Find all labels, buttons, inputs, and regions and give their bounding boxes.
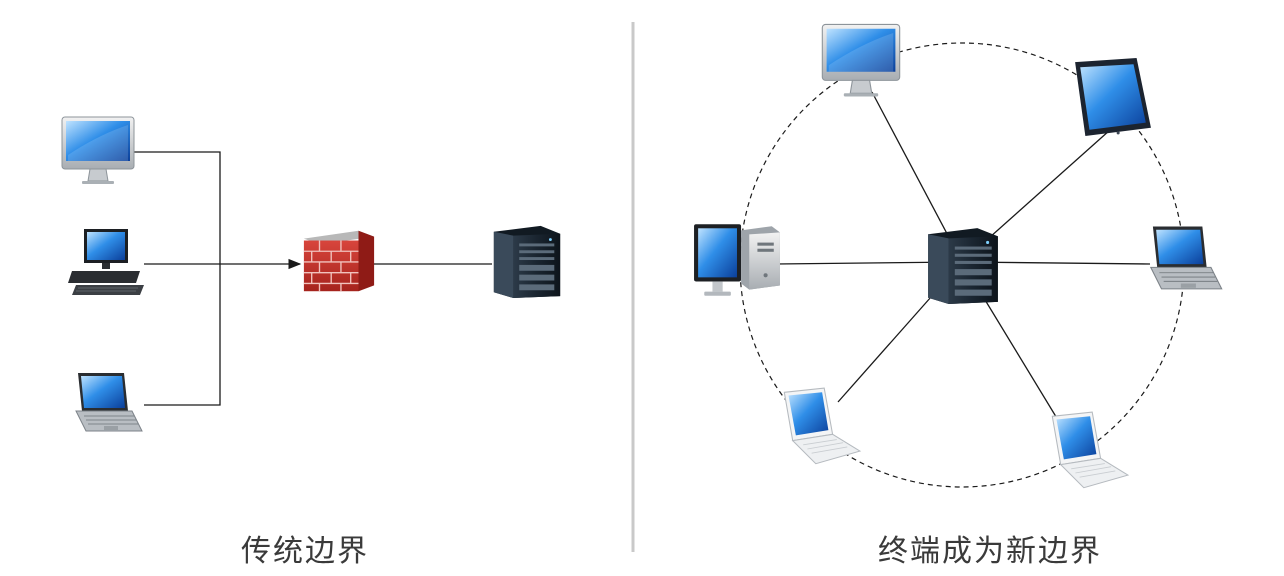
laptop-white-icon <box>1051 411 1129 489</box>
pc-with-tower-icon <box>694 224 780 296</box>
laptop-white-icon <box>783 387 861 465</box>
tablet-icon <box>1075 58 1151 136</box>
imac-icon <box>61 116 135 185</box>
left-connections <box>134 151 492 406</box>
desktop-computer-icon <box>67 228 145 296</box>
client-bus-line <box>134 151 221 406</box>
imac-icon <box>821 23 901 98</box>
firewall-icon <box>303 230 375 292</box>
laptop-icon <box>75 372 143 432</box>
server-icon <box>493 225 561 299</box>
left-caption: 传统边界 <box>241 534 369 569</box>
right-caption: 终端成为新边界 <box>878 534 1102 569</box>
center-server-icon <box>928 228 998 304</box>
laptop-icon <box>1150 225 1223 290</box>
